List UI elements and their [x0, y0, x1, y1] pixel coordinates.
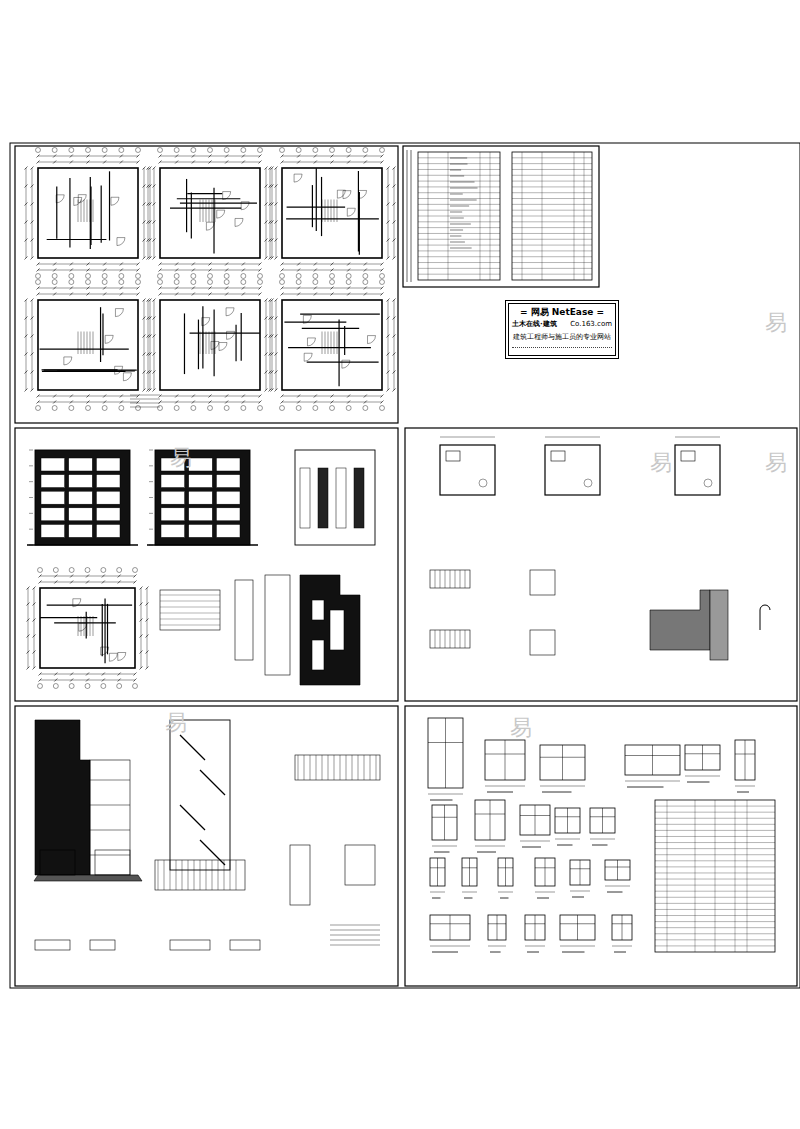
stamp-row: 土木在线·建筑 Co.163.com — [512, 319, 612, 330]
watermark: 易 — [165, 708, 187, 738]
stamp-text: = 网易 NetEase = — [512, 307, 612, 318]
stamp-text: 建筑工程师与施工员的专业网站 — [512, 333, 612, 341]
fine-print — [512, 347, 612, 351]
watermark: 易 — [765, 308, 787, 338]
stamp-text: Co.163.com — [570, 320, 612, 329]
watermark: 易 — [765, 448, 787, 478]
watermark: 易 — [650, 448, 672, 478]
watermark: 易 — [170, 443, 192, 473]
stamp-text: 土木在线·建筑 — [512, 320, 557, 329]
watermark: 易 — [510, 713, 532, 743]
title-stamp: = 网易 NetEase = 土木在线·建筑 Co.163.com 建筑工程师与施工员… — [505, 300, 619, 359]
